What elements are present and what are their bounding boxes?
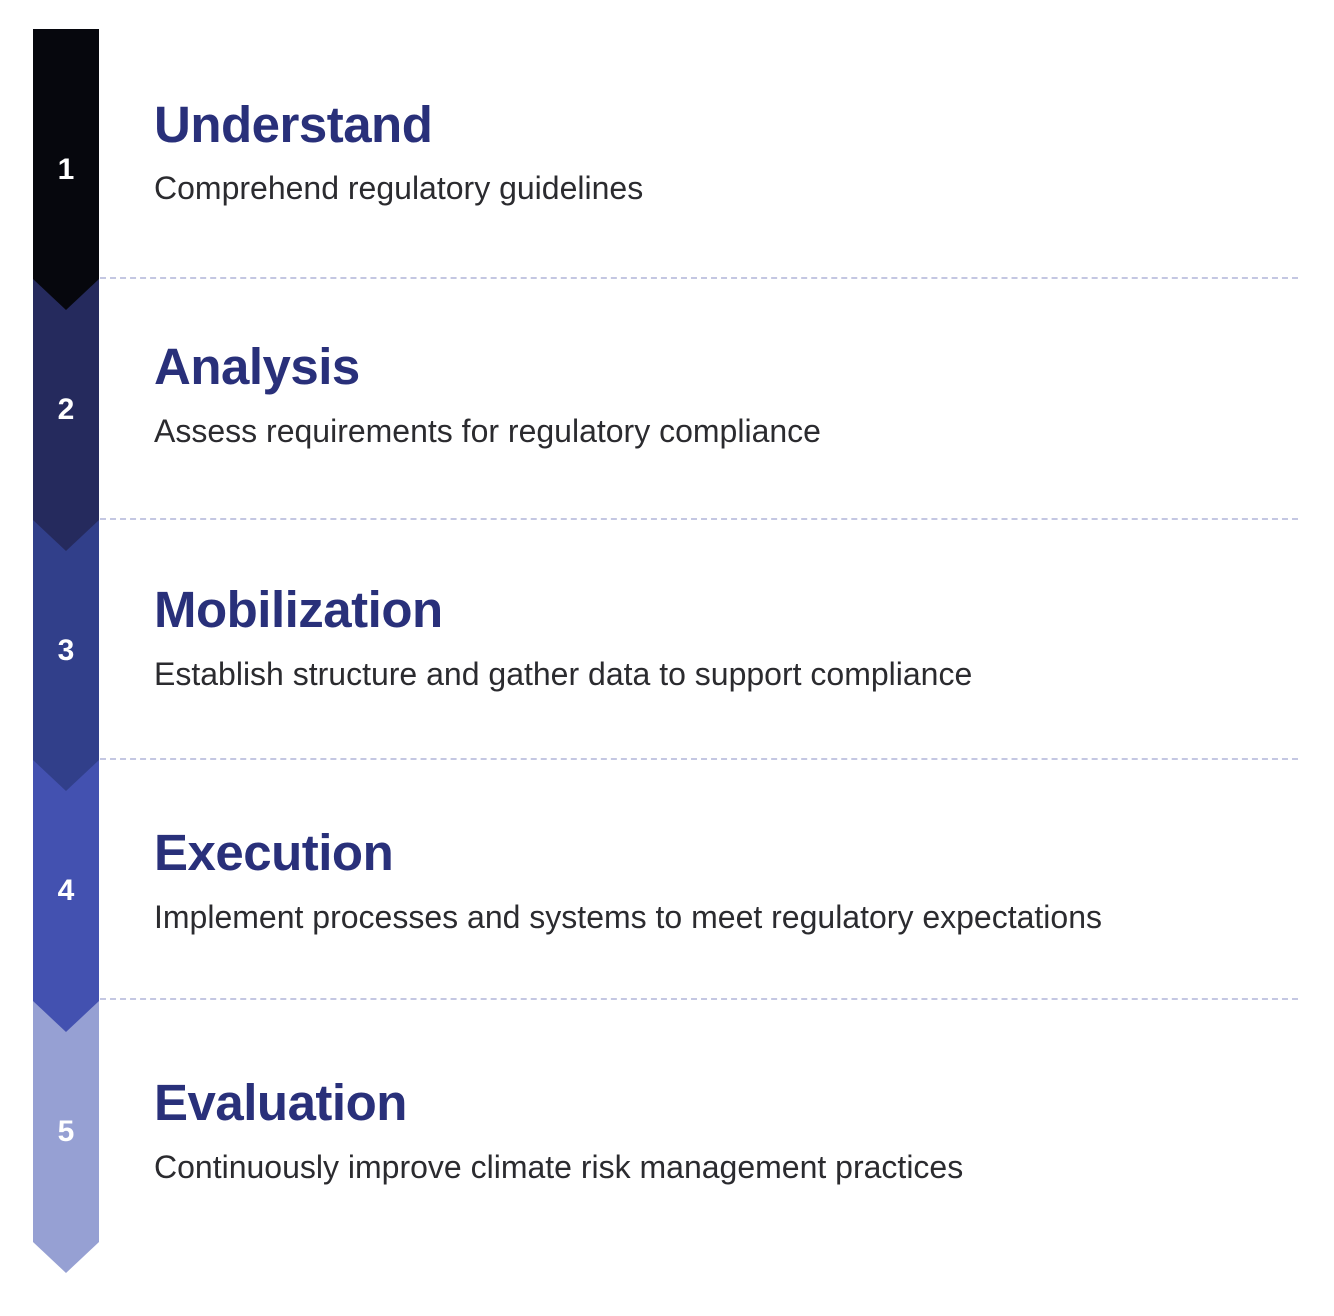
step-4-description: Implement processes and systems to meet … [154,899,1102,935]
step-2-title: Analysis [154,338,360,395]
step-divider [100,277,1298,279]
step-5-title: Evaluation [154,1074,407,1131]
step-5-arrow [33,1001,99,1273]
step-1-description: Comprehend regulatory guidelines [154,170,644,206]
step-divider [100,758,1298,760]
step-2-number: 2 [57,393,75,426]
step-5-description: Continuously improve climate risk manage… [154,1149,964,1185]
step-4-arrow [33,760,99,1032]
step-1-title: Understand [154,96,433,153]
step-1-number: 1 [57,153,75,186]
step-1-arrow [33,29,99,310]
step-4-number: 4 [57,874,75,907]
step-4-title: Execution [154,824,394,881]
step-3-description: Establish structure and gather data to s… [154,656,973,692]
step-5-number: 5 [57,1115,75,1148]
step-3-arrow [33,520,99,791]
step-3-title: Mobilization [154,581,443,638]
step-2-arrow [33,279,99,551]
step-divider [100,998,1298,1000]
step-divider [100,518,1298,520]
step-2-description: Assess requirements for regulatory compl… [154,413,821,449]
step-3-number: 3 [57,634,75,667]
